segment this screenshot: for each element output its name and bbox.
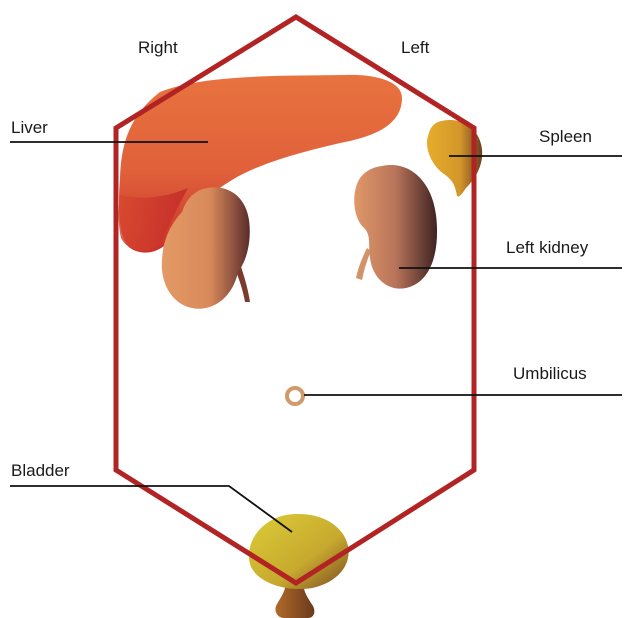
left-kidney-ureter [356, 248, 371, 280]
left-kidney [354, 165, 437, 289]
bladder [249, 514, 349, 618]
bladder-shape [249, 514, 349, 589]
right-side-label: Right [138, 38, 178, 57]
bladder-label: Bladder [11, 461, 70, 480]
umbilicus-label: Umbilicus [513, 364, 587, 383]
umbilicus-marker [287, 388, 303, 404]
liver-label: Liver [11, 118, 48, 137]
spleen-label: Spleen [539, 127, 592, 146]
left-side-label: Left [401, 38, 430, 57]
left-kidney-label: Left kidney [506, 238, 589, 257]
left-kidney-shape [354, 165, 437, 289]
